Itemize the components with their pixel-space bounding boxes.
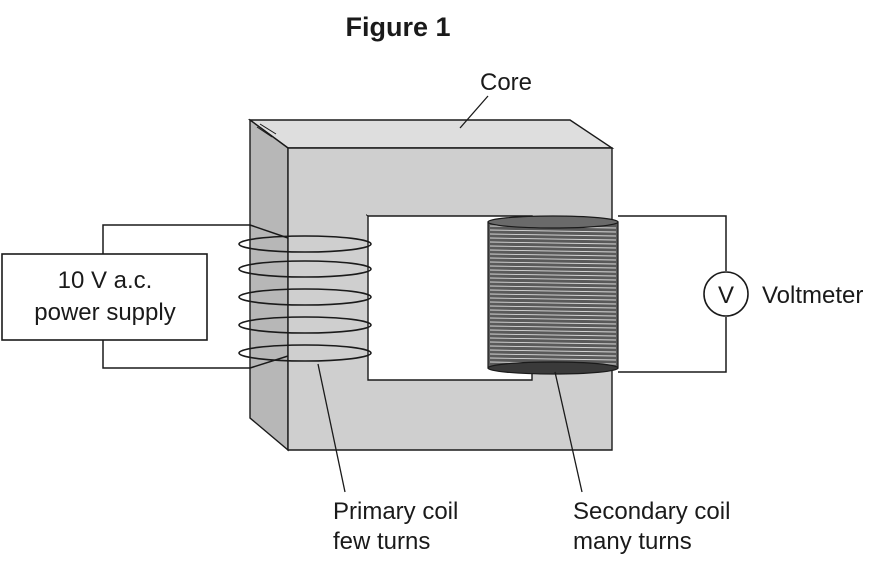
secondary-circuit-wires	[618, 215, 727, 373]
core-bevel-mark	[259, 123, 277, 135]
secondary-coil-turn	[489, 293, 617, 297]
voltmeter-symbol	[703, 271, 749, 317]
secondary-coil-turn	[489, 345, 617, 349]
secondary-coil-turn	[489, 253, 617, 257]
secondary-coil-turn	[489, 257, 617, 261]
secondary-coil-turn	[489, 321, 617, 325]
core-label: Core	[480, 69, 532, 96]
secondary-coil-turn	[489, 309, 617, 313]
figure-title: Figure 1	[345, 12, 450, 42]
secondary-coil-turn	[489, 317, 617, 321]
secondary-coil-turn	[489, 325, 617, 329]
secondary-coil-turn	[489, 297, 617, 301]
secondary-coil-turn	[489, 349, 617, 353]
primary-coil	[238, 235, 372, 362]
primary-label-line1: Primary coil	[333, 498, 458, 525]
core-overlay	[290, 150, 366, 228]
secondary-coil-turn	[489, 261, 617, 265]
primary-label-line2: few turns	[333, 528, 430, 555]
secondary-coil-turn	[489, 289, 617, 293]
primary-leader-line	[317, 363, 346, 493]
secondary-coil-turn	[489, 285, 617, 289]
voltmeter-symbol-letter: V	[718, 282, 734, 309]
secondary-coil-turn	[489, 277, 617, 281]
voltmeter-label: Voltmeter	[762, 282, 863, 309]
core-leader-line	[459, 95, 489, 129]
secondary-coil-turn	[489, 249, 617, 253]
secondary-coil-turn	[489, 241, 617, 245]
power-supply-label-line2: power supply	[34, 299, 175, 326]
secondary-coil-turn	[489, 313, 617, 317]
secondary-coil-turn	[489, 237, 617, 241]
core-top-face	[247, 119, 615, 149]
secondary-coil-turn	[489, 265, 617, 269]
secondary-coil-turn	[489, 333, 617, 337]
secondary-coil-turn	[489, 337, 617, 341]
secondary-coil-turn	[489, 341, 617, 345]
power-supply-box	[1, 253, 208, 341]
secondary-coil-turn	[489, 353, 617, 357]
secondary-coil-turn	[489, 301, 617, 305]
secondary-coil-turn	[489, 281, 617, 285]
secondary-coil-turn	[489, 305, 617, 309]
core-side-face	[249, 118, 289, 452]
secondary-leader-line	[554, 371, 583, 493]
secondary-coil-turn	[489, 269, 617, 273]
secondary-coil-turn	[489, 245, 617, 249]
primary-circuit-wires	[102, 224, 289, 369]
core-bevel-mark	[256, 126, 273, 138]
secondary-coil-turn	[489, 357, 617, 361]
power-supply-label-line1: 10 V a.c.	[58, 267, 153, 294]
secondary-coil-turn	[489, 329, 617, 333]
secondary-coil-turn	[489, 233, 617, 237]
secondary-coil-turn	[489, 229, 617, 233]
secondary-label-line2: many turns	[573, 528, 692, 555]
secondary-coil	[487, 215, 619, 375]
secondary-label-line1: Secondary coil	[573, 498, 730, 525]
secondary-coil-turn	[489, 273, 617, 277]
